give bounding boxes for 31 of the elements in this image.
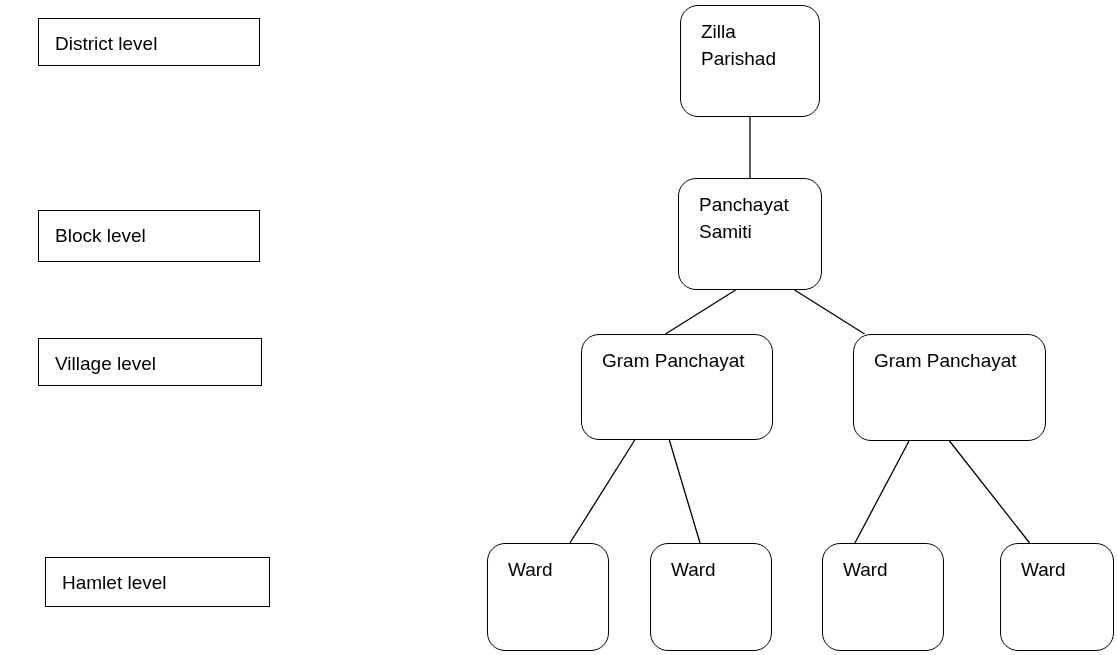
process-box <box>650 543 772 651</box>
level-label-box <box>38 338 262 386</box>
connector-line <box>794 289 866 335</box>
node-text: Ward <box>671 558 717 582</box>
process-box <box>1000 543 1114 651</box>
node-text: Ward <box>508 558 554 582</box>
connector-line <box>948 440 1031 544</box>
process-box <box>487 543 609 651</box>
node-text: Panchayat Samiti <box>699 193 790 244</box>
process-box <box>581 334 773 440</box>
node-text: Gram Panchayat <box>602 349 746 373</box>
process-box <box>853 334 1046 441</box>
process-box <box>822 543 944 651</box>
level-label-box <box>38 210 260 262</box>
node-text: Gram Panchayat <box>874 349 1018 373</box>
level-label-box <box>38 18 260 66</box>
connector-line <box>569 439 636 544</box>
node-text: Ward <box>843 558 889 582</box>
connector-line <box>749 116 751 179</box>
node-text: District level <box>54 32 159 56</box>
level-label-box <box>45 557 270 607</box>
node-text: Block level <box>54 224 147 248</box>
connector-line <box>664 289 737 335</box>
node-text: Hamlet level <box>61 571 168 595</box>
connector-line <box>668 439 701 544</box>
node-text: Zilla Parishad <box>701 20 777 71</box>
connector-line <box>854 440 910 544</box>
node-text: Ward <box>1021 558 1067 582</box>
node-text: Village level <box>54 352 158 376</box>
process-box <box>678 178 822 290</box>
process-box <box>680 5 820 117</box>
